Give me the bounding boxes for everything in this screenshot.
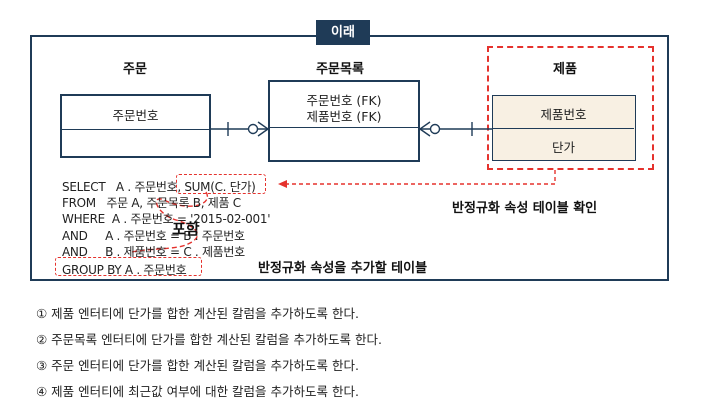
choice-2[interactable]: ② 주문목록 엔터티에 단가를 합한 계산된 칼럼을 추가하도록 한다. bbox=[36, 332, 382, 347]
order-key-divider bbox=[62, 129, 209, 130]
sum-highlight bbox=[176, 174, 266, 194]
entity-product-box: 제품번호 단가 bbox=[492, 95, 636, 161]
sql-and-2: AND B . 제품번호 = C . 제품번호 bbox=[62, 245, 245, 259]
product-highlight bbox=[487, 46, 654, 170]
header-tag: 이래 bbox=[316, 20, 370, 45]
order-key-attr: 주문번호 bbox=[112, 108, 159, 123]
sql-where: WHERE A . 주문번호 = '2015-02-001' bbox=[62, 212, 271, 226]
note-target-table: 반정규화 속성을 추가할 테이블 bbox=[258, 261, 428, 276]
order-item-crowfoot-bottom bbox=[257, 128, 269, 137]
order-item-key-divider bbox=[270, 127, 418, 128]
sql-select: SELECT A . 주문번호, SUM(C. 단가) bbox=[62, 180, 256, 194]
order-item-key1: 주문번호 (FK) bbox=[306, 93, 382, 108]
sql-group-by: GROUP BY A . 주문번호 bbox=[62, 263, 187, 277]
entity-order-item-name: 주문목록 bbox=[316, 62, 364, 77]
entity-product-name: 제품 bbox=[553, 62, 577, 77]
sql-from: FROM 주문 A, 주문목록 B, 제품 C bbox=[62, 196, 241, 210]
order-item-crowfoot-top bbox=[257, 121, 269, 130]
sql-and-1: AND A . 주문번호 = B . 주문번호 bbox=[62, 229, 245, 243]
product-key-divider bbox=[493, 128, 634, 129]
choice-4[interactable]: ④ 제품 엔터티에 최근값 여부에 대한 칼럼을 추가하도록 한다. bbox=[36, 384, 359, 399]
arrow-head bbox=[278, 180, 287, 188]
product-crowfoot-top bbox=[419, 121, 431, 130]
entity-order-name: 주문 bbox=[123, 62, 147, 77]
entity-order-box: 주문번호 bbox=[60, 94, 211, 158]
note-product-check: 반정규화 속성 테이블 확인 bbox=[452, 201, 598, 216]
order-item-optional-circle bbox=[247, 123, 259, 135]
product-key-attr: 제품번호 bbox=[540, 107, 587, 122]
product-price-attr: 단가 bbox=[551, 140, 575, 155]
choice-3[interactable]: ③ 주문 엔터티에 단가를 합한 계산된 칼럼을 추가하도록 한다. bbox=[36, 358, 359, 373]
handwritten-mark: 포함 bbox=[172, 220, 200, 238]
handwritten-curve bbox=[131, 191, 209, 253]
entity-order-item-box: 주문번호 (FK) 제품번호 (FK) bbox=[268, 80, 420, 162]
product-optional-circle bbox=[429, 123, 441, 135]
order-item-key2: 제품번호 (FK) bbox=[306, 109, 382, 124]
choice-1[interactable]: ① 제품 엔터티에 단가를 합한 계산된 칼럼을 추가하도록 한다. bbox=[36, 306, 359, 321]
product-crowfoot-bottom bbox=[419, 128, 431, 137]
group-by-highlight bbox=[55, 257, 202, 276]
